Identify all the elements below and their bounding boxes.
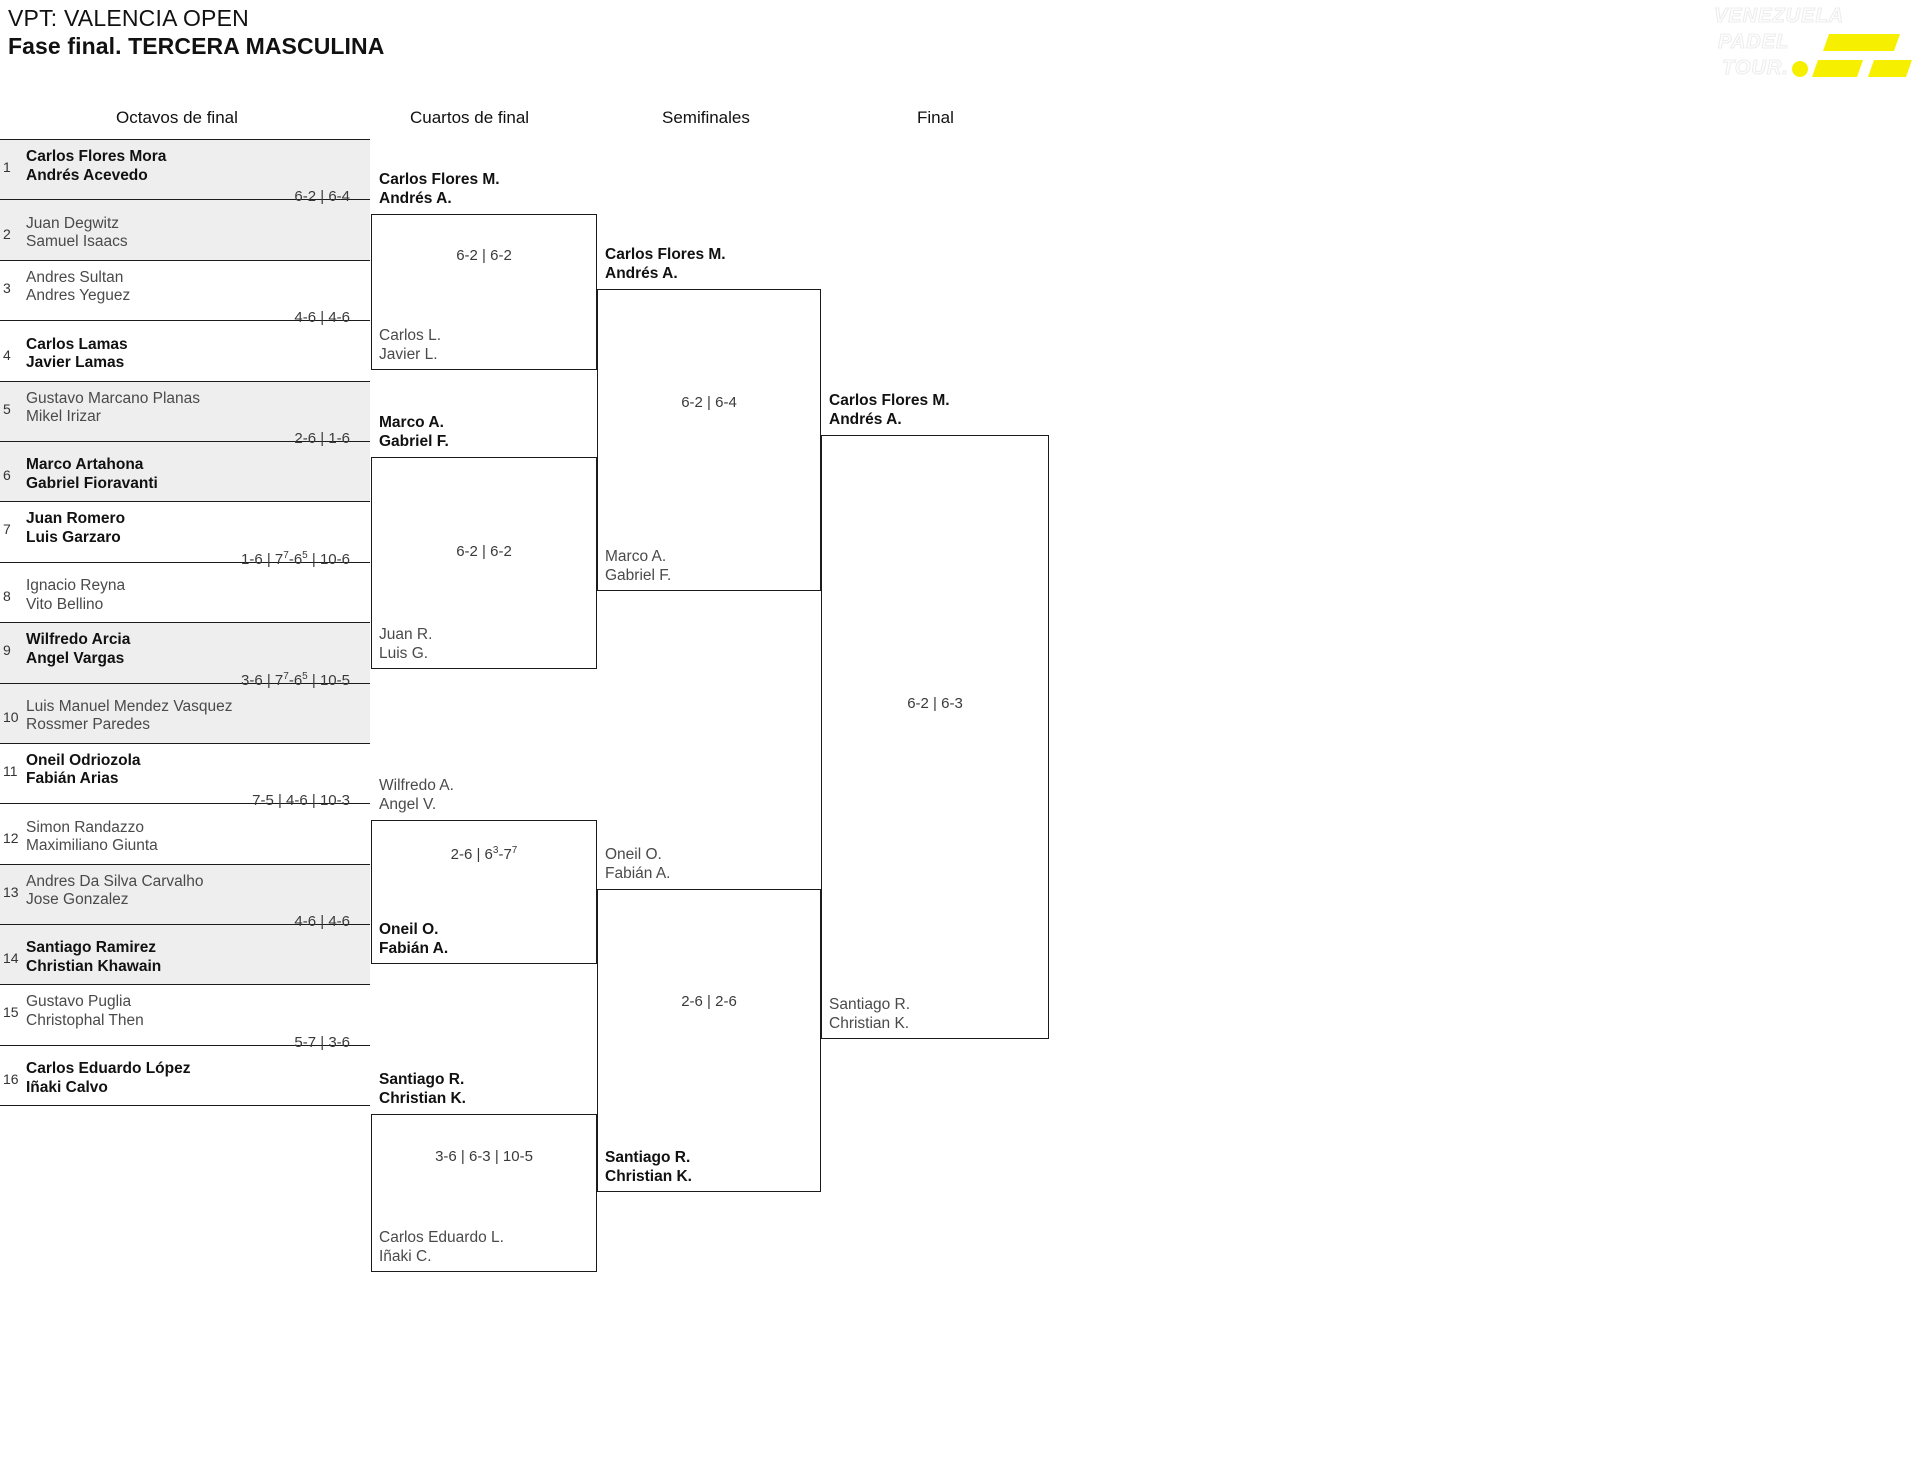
bracket-match-score: 3-6 | 6-3 | 10-5 [435, 1148, 533, 1165]
bracket-match-score: 2-6 | 63-77 [450, 845, 518, 864]
bracket-team-bottom: Carlos L.Javier L. [379, 327, 442, 363]
bracket-team-top: Carlos Flores M.Andrés A. [605, 246, 726, 282]
seed-number: 9 [3, 642, 11, 659]
bracket-team-bottom: Juan R.Luis G. [379, 626, 433, 662]
logo-accent-shapes [1792, 34, 1912, 77]
bracket-team-top: Santiago R.Christian K. [379, 1071, 466, 1107]
seed-number: 2 [3, 225, 11, 242]
r16-match-score: 5-7 | 3-6 [294, 1034, 350, 1051]
seed-number: 4 [3, 346, 11, 363]
round-title-cuartos: Cuartos de final [410, 108, 530, 127]
bracket-match-box[interactable] [821, 435, 1049, 1039]
seed-number: 6 [3, 467, 11, 484]
seed-number: 14 [3, 950, 19, 967]
page-title: VPT: VALENCIA OPEN Fase final. TERCERA M… [8, 4, 384, 60]
bracket-match-score: 6-2 | 6-2 [456, 543, 512, 560]
seed-number: 5 [3, 400, 11, 417]
seed-number: 1 [3, 159, 11, 175]
svg-text:PADEL: PADEL [1718, 31, 1789, 53]
bracket-match-score: 6-2 | 6-3 [907, 695, 963, 712]
bracket-team-top: Oneil O.Fabián A. [605, 846, 671, 882]
seed-number: 10 [3, 708, 19, 725]
r16-match-score: 4-6 | 4-6 [294, 913, 350, 931]
bracket-team-top: Carlos Flores M.Andrés A. [829, 392, 950, 428]
seed-number: 16 [3, 1071, 19, 1088]
seed-number: 15 [3, 1004, 19, 1021]
round-title-octavos: Octavos de final [116, 108, 238, 127]
bracket-match-box[interactable] [371, 457, 597, 669]
seed-number: 13 [3, 883, 19, 900]
bracket-match-box[interactable] [597, 889, 821, 1192]
svg-text:TOUR.: TOUR. [1722, 57, 1789, 79]
svg-text:VENEZUELA: VENEZUELA [1714, 5, 1844, 27]
r16-match-score: 2-6 | 1-6 [294, 430, 350, 447]
bracket-match-box[interactable] [371, 820, 597, 964]
bracket-match-score: 6-2 | 6-2 [456, 247, 512, 264]
bracket-team-top: Marco A.Gabriel F. [379, 414, 449, 450]
seed-number: 7 [3, 521, 11, 538]
bracket-team-bottom: Santiago R.Christian K. [829, 996, 910, 1032]
venezuela-padel-tour-logo: VENEZUELA PADEL TOUR. [1704, 2, 1914, 88]
bracket-team-top: Carlos Flores M.Andrés A. [379, 171, 500, 207]
bracket-match-box[interactable] [371, 214, 597, 370]
bracket-match-box[interactable] [597, 289, 821, 591]
bracket-team-top: Wilfredo A.Angel V. [379, 777, 454, 813]
seed-number: 8 [3, 588, 11, 605]
bracket-match-score: 2-6 | 2-6 [681, 993, 737, 1010]
tournament-name: VPT: VALENCIA OPEN [8, 5, 249, 31]
r16-match-score: 6-2 | 6-4 [294, 188, 350, 206]
bracket-team-bottom: Oneil O.Fabián A. [379, 921, 449, 957]
seed-number: 3 [3, 279, 11, 296]
round-title-final: Final [917, 108, 954, 127]
seed-number: 12 [3, 829, 19, 846]
bracket-team-bottom: Santiago R.Christian K. [605, 1149, 692, 1185]
bracket-match-box[interactable] [371, 1114, 597, 1272]
r16-match-score: 1-6 | 77-65 | 10-6 [241, 549, 350, 568]
bracket-team-bottom: Carlos Eduardo L.Iñaki C. [379, 1229, 504, 1265]
r16-match-score: 4-6 | 4-6 [294, 309, 350, 327]
tournament-category: Fase final. TERCERA MASCULINA [8, 33, 385, 59]
bracket-match-score: 6-2 | 6-4 [681, 394, 737, 411]
seed-number: 11 [3, 762, 18, 779]
round-title-semifinales: Semifinales [662, 108, 750, 127]
r16-match-score: 7-5 | 4-6 | 10-3 [252, 792, 350, 810]
bracket-team-bottom: Marco A.Gabriel F. [605, 548, 672, 584]
r16-match-score: 3-6 | 77-65 | 10-5 [241, 670, 350, 689]
